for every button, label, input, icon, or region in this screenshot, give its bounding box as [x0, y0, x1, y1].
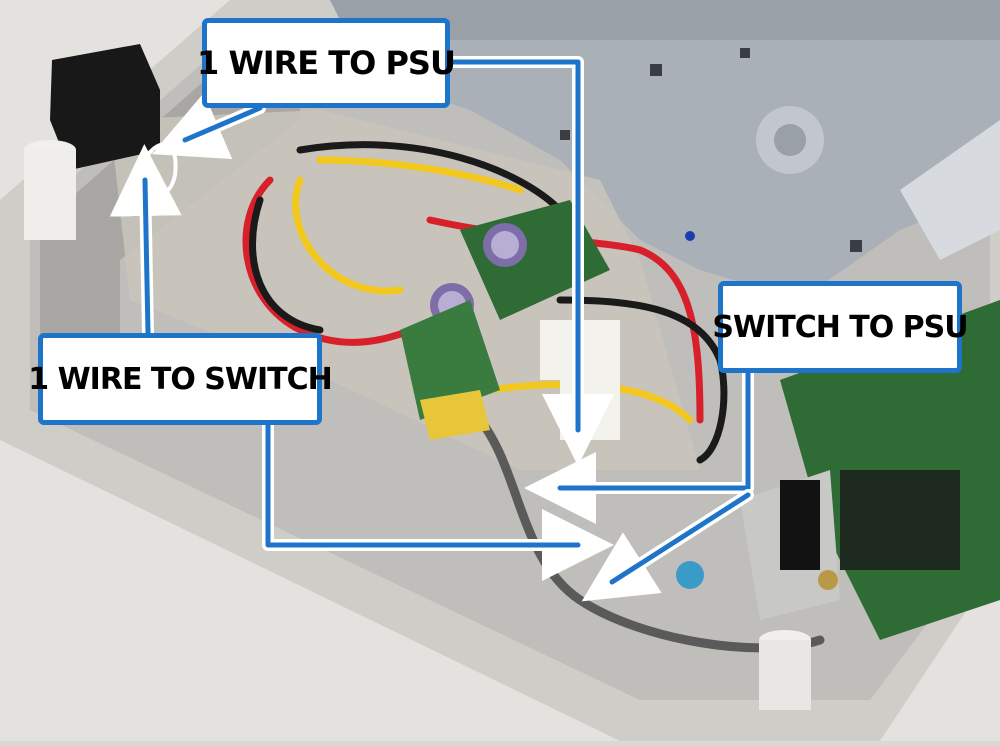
wire-to-psu-label: 1 WIRE TO PSU: [197, 18, 456, 108]
power-socket: [24, 44, 160, 240]
ribbon-cable: [900, 120, 1000, 260]
metal-shield: [330, 0, 1000, 300]
switch-to-psu-label: SWITCH TO PSU: [712, 281, 969, 373]
screw-post: [759, 630, 811, 710]
wire-to-switch-label: 1 WIRE TO SWITCH: [28, 333, 333, 425]
annotation-arrows: [109, 56, 754, 602]
power-switch: [676, 470, 840, 620]
main-board: [780, 300, 1000, 640]
